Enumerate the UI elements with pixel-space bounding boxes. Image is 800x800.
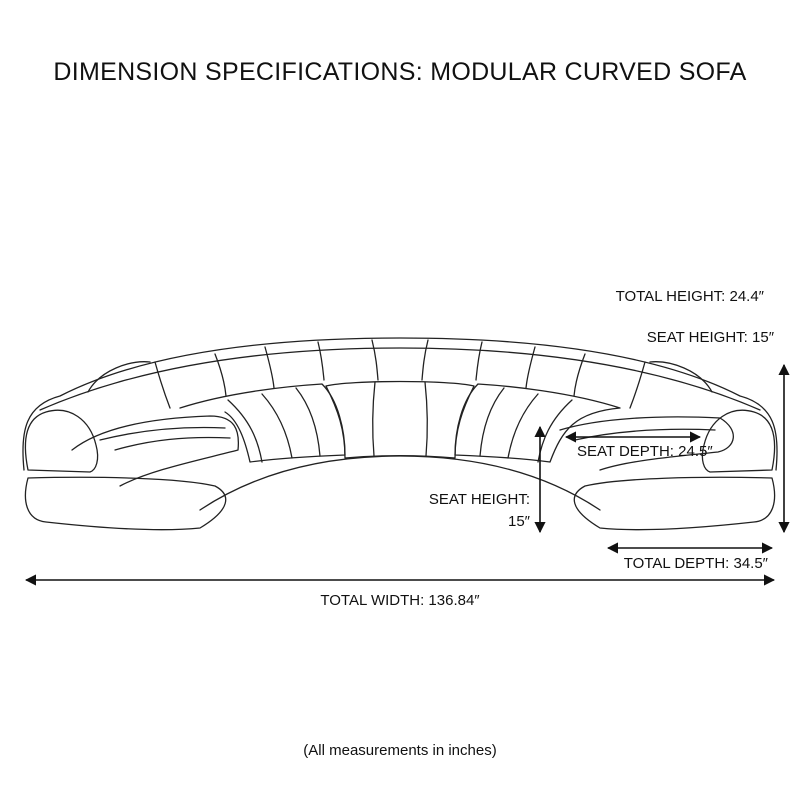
seat-depth-label: SEAT DEPTH: 24.5″ xyxy=(577,443,713,460)
dimension-lines xyxy=(24,363,790,586)
total-depth-label: TOTAL DEPTH: 34.5″ xyxy=(623,555,768,572)
seat-height-left-label-line2: 15″ xyxy=(508,513,530,530)
seat-height-top-label: SEAT HEIGHT: 15″ xyxy=(646,329,774,346)
sofa-outline xyxy=(22,337,778,531)
page-title: DIMENSION SPECIFICATIONS: MODULAR CURVED… xyxy=(53,58,747,86)
seat-height-left-label-line1: SEAT HEIGHT: xyxy=(428,491,530,508)
total-height-label: TOTAL HEIGHT: 24.4″ xyxy=(615,288,764,305)
measurement-footnote: (All measurements in inches) xyxy=(303,742,497,759)
total-width-label: TOTAL WIDTH: 136.84″ xyxy=(320,592,480,609)
